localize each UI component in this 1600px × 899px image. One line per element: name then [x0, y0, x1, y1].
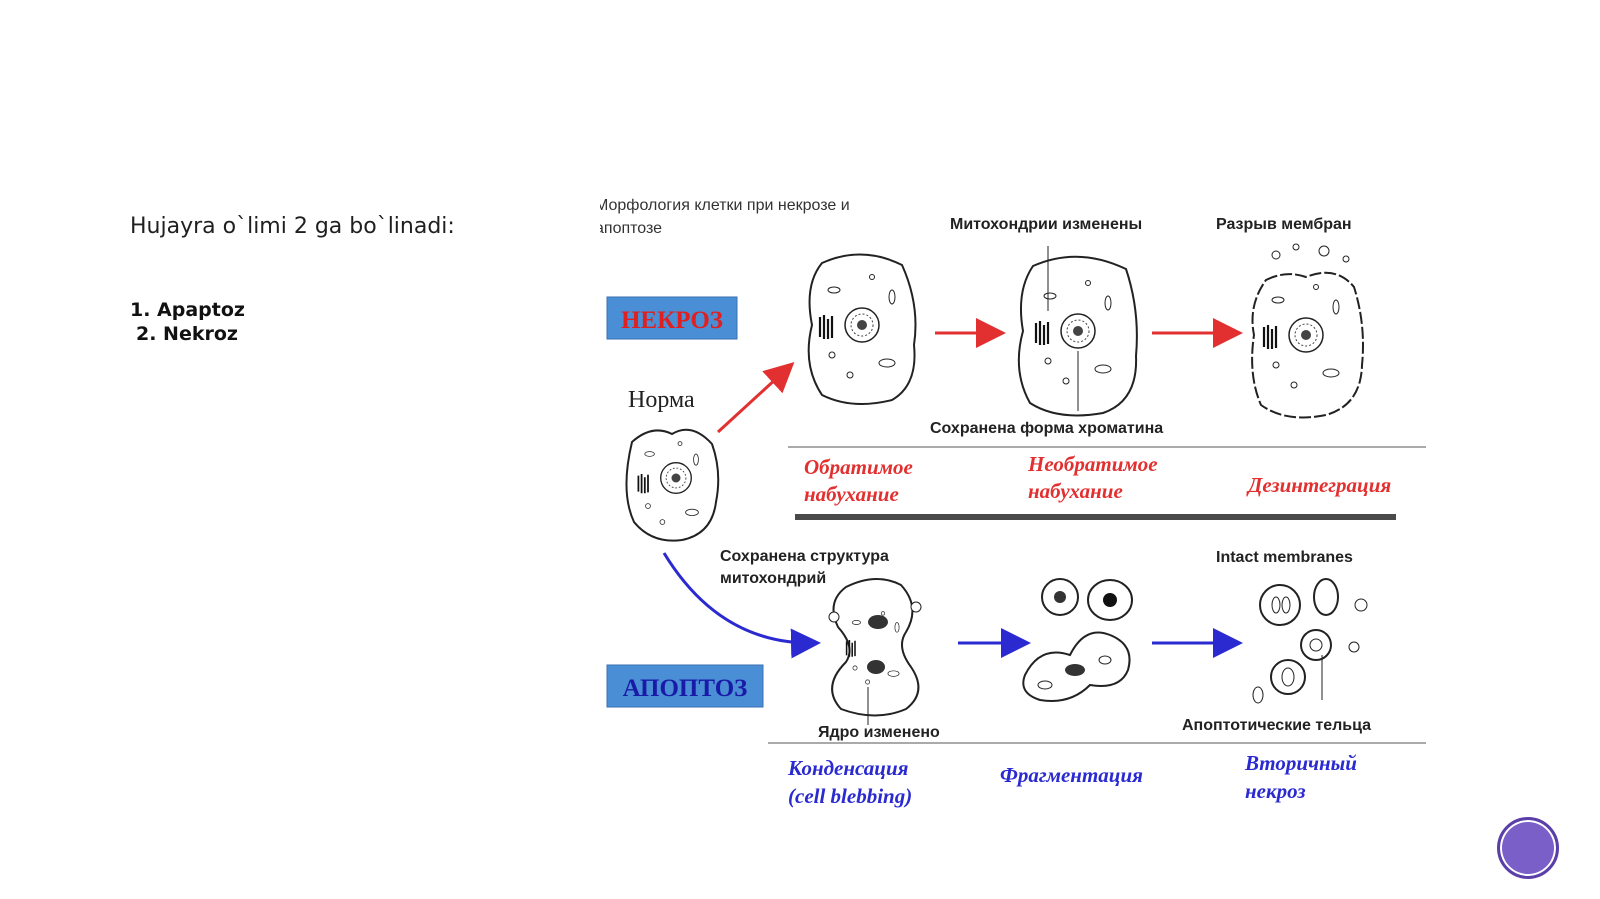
arrow-to-necrosis: [716, 361, 795, 434]
caption-nucleus-changed: Ядро изменено: [818, 724, 940, 741]
apoptosis-badge-label: АПОПТОЗ: [623, 675, 748, 702]
list-item-apoptosis: 1. Apaptoz: [130, 299, 245, 321]
diagram-title-line2: апоптозе: [600, 220, 662, 237]
necrotic-cell-icon: [1251, 243, 1364, 419]
slide-intro-text: Hujayra o`limi 2 ga bo`linadi:: [130, 214, 455, 239]
diagram-title-line1: Морфология клетки при некрозе и: [600, 197, 850, 214]
fragmenting-cell-icon: [1022, 578, 1133, 702]
necrosis-badge-label: НЕКРОЗ: [621, 307, 723, 334]
caption-mito-kept-1: Сохранена структура: [720, 548, 889, 565]
norm-label: Норма: [628, 387, 695, 413]
caption-chromatin-kept: Сохранена форма хроматина: [930, 420, 1163, 437]
normal-cell-icon: [625, 428, 720, 542]
stage-irreversible-1: Необратимое: [1027, 452, 1158, 476]
list-item-necrosis: 2. Nekroz: [136, 323, 238, 345]
stage-condensation-2: (cell blebbing): [788, 784, 912, 808]
death-types-list: 1. Apaptoz 2. Nekroz: [130, 298, 245, 346]
arrow-to-apoptosis: [662, 552, 821, 659]
stage-condensation-1: Конденсация: [787, 756, 909, 780]
stage-irreversible-2: набухание: [1028, 479, 1123, 503]
caption-membrane-rupture: Разрыв мембран: [1216, 216, 1352, 233]
stage-secondary-1: Вторичный: [1244, 751, 1357, 775]
cell-death-diagram: Морфология клетки при некрозе и апоптозе…: [600, 197, 1426, 808]
swollen-cell-icon: [807, 253, 917, 405]
blebbing-cell-icon: [828, 578, 922, 725]
necrosis-badge: НЕКРОЗ: [606, 296, 738, 340]
apoptotic-bodies-icon: [1252, 578, 1368, 704]
apoptosis-badge: АПОПТОЗ: [606, 664, 764, 708]
stage-reversible-2: набухание: [804, 482, 899, 506]
circle-nav-icon[interactable]: [1497, 817, 1559, 879]
caption-mito-kept-2: митохондрий: [720, 570, 826, 587]
stage-disintegration: Дезинтеграция: [1246, 473, 1391, 497]
caption-mito-changed: Митохондрии изменены: [950, 216, 1142, 233]
stage-fragmentation: Фрагментация: [1000, 763, 1143, 787]
stage-secondary-2: некроз: [1245, 779, 1306, 803]
caption-apoptotic-bodies: Апоптотические тельца: [1182, 717, 1371, 734]
swollen-cell-icon-2: [1017, 246, 1138, 417]
caption-intact-membranes: Intact membranes: [1216, 549, 1353, 566]
stage-reversible-1: Обратимое: [804, 455, 913, 479]
